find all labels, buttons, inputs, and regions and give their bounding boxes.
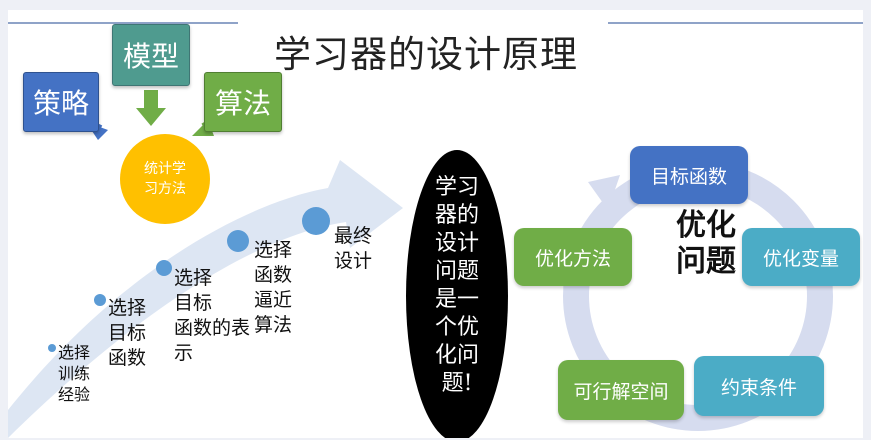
step-1-label: 选择 训练 经验 — [58, 343, 91, 404]
statistical-learning-label: 统计学 习方法 — [144, 161, 186, 197]
page-title: 学习器的设计原理 — [274, 33, 578, 76]
feasible-space-node: 可行解空间 — [558, 360, 684, 420]
design-problem-oval: 学习 器的 设计 问题 是一 个优 化问 题! — [406, 150, 508, 438]
model-box: 模型 — [112, 24, 190, 86]
step-dot-2 — [94, 294, 106, 306]
arrow-from-model-body — [144, 90, 158, 110]
optimization-problem-title: 优化 问题 — [676, 208, 736, 279]
design-problem-text: 学习 器的 设计 问题 是一 个优 化问 题! — [434, 175, 479, 396]
algorithm-box: 算法 — [204, 72, 282, 132]
step-4-label: 选择 函数 逼近 算法 — [254, 239, 293, 336]
step-2-label: 选择 目标 函数 — [108, 297, 147, 369]
statistical-learning-circle: 统计学 习方法 — [120, 134, 210, 224]
step-dot-1 — [48, 344, 56, 352]
arrow-from-model-head — [136, 108, 166, 126]
slide: 学习器的设计原理 策略 模型 算法 统计学 习方法 选择 训练 经验 选择 目标… — [8, 10, 863, 438]
constraints-node: 约束条件 — [694, 356, 824, 416]
optimization-variables-node: 优化变量 — [742, 228, 860, 286]
step-dot-3 — [156, 260, 172, 276]
step-5-label: 最终 设计 — [334, 225, 373, 272]
step-dot-4 — [227, 230, 249, 252]
step-3-label: 选择 目标 函数的表 示 — [174, 267, 251, 364]
top-rule-left — [8, 22, 238, 24]
optimization-method-node: 优化方法 — [514, 228, 632, 286]
step-dot-5 — [302, 207, 330, 235]
objective-function-node: 目标函数 — [630, 146, 748, 204]
strategy-box: 策略 — [23, 72, 99, 132]
top-rule-right — [608, 22, 863, 24]
ring-arrowhead — [588, 175, 620, 210]
